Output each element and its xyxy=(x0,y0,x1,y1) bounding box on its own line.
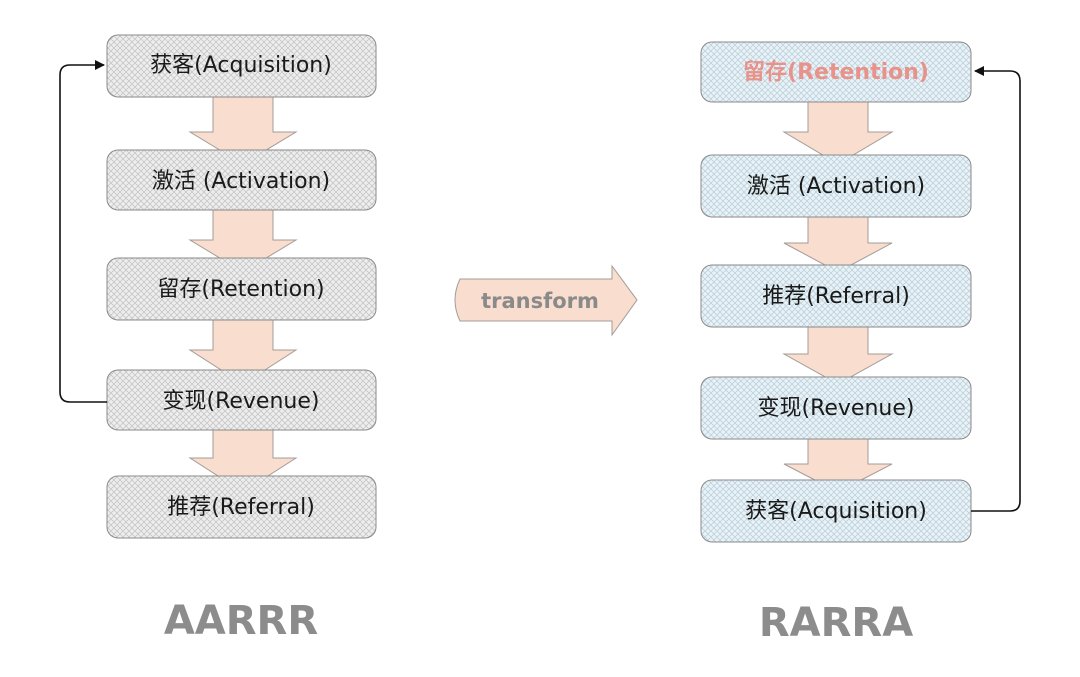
model-title-aarrr: AARRR xyxy=(164,598,318,644)
step-label-highlighted: 留存(Retention) xyxy=(743,59,929,85)
step-label: 推荐(Referral) xyxy=(762,284,910,309)
step-label: 变现(Revenue) xyxy=(163,389,320,414)
rarra-column: 留存(Retention) 激活 (Activation) 推荐(Referra… xyxy=(700,41,1021,646)
step-box-retention: 留存(Retention) xyxy=(700,41,972,103)
step-box-acquisition: 获客(Acquisition) xyxy=(700,479,972,543)
transform-label: transform xyxy=(481,289,599,313)
flow-arrow-right-1 xyxy=(782,99,894,165)
aarrr-column: 获客(Acquisition) 激活 (Activation) 留存(Reten… xyxy=(59,34,377,644)
step-label: 留存(Retention) xyxy=(157,277,324,302)
flow-arrow-left-3 xyxy=(188,317,298,385)
flow-arrow-left-4 xyxy=(188,427,298,493)
step-box-revenue: 变现(Revenue) xyxy=(700,376,972,440)
step-label: 获客(Acquisition) xyxy=(150,53,332,78)
step-box-referral: 推荐(Referral) xyxy=(700,264,972,328)
step-label: 推荐(Referral) xyxy=(167,495,315,520)
model-title-rarra: RARRA xyxy=(759,600,913,646)
flow-arrow-right-4 xyxy=(783,436,893,493)
flow-arrow-left-2 xyxy=(188,207,298,273)
flow-arrow-right-2 xyxy=(783,214,893,273)
step-box-activation: 激活 (Activation) xyxy=(106,149,377,211)
step-label: 获客(Acquisition) xyxy=(745,499,927,524)
flow-arrow-right-3 xyxy=(782,324,894,385)
step-box-activation: 激活 (Activation) xyxy=(700,154,972,218)
step-box-retention: 留存(Retention) xyxy=(106,257,377,321)
step-box-revenue: 变现(Revenue) xyxy=(106,369,377,431)
feedback-loop-arrow-right xyxy=(971,66,1021,512)
step-label: 激活 (Activation) xyxy=(747,174,925,199)
step-box-acquisition: 获客(Acquisition) xyxy=(106,34,377,98)
transform-arrow: transform xyxy=(454,264,638,337)
step-label: 变现(Revenue) xyxy=(758,396,915,421)
flow-arrow-left-1 xyxy=(188,95,298,165)
feedback-loop-arrow-left xyxy=(59,60,107,403)
step-label: 激活 (Activation) xyxy=(152,169,330,194)
step-box-referral: 推荐(Referral) xyxy=(106,475,377,539)
